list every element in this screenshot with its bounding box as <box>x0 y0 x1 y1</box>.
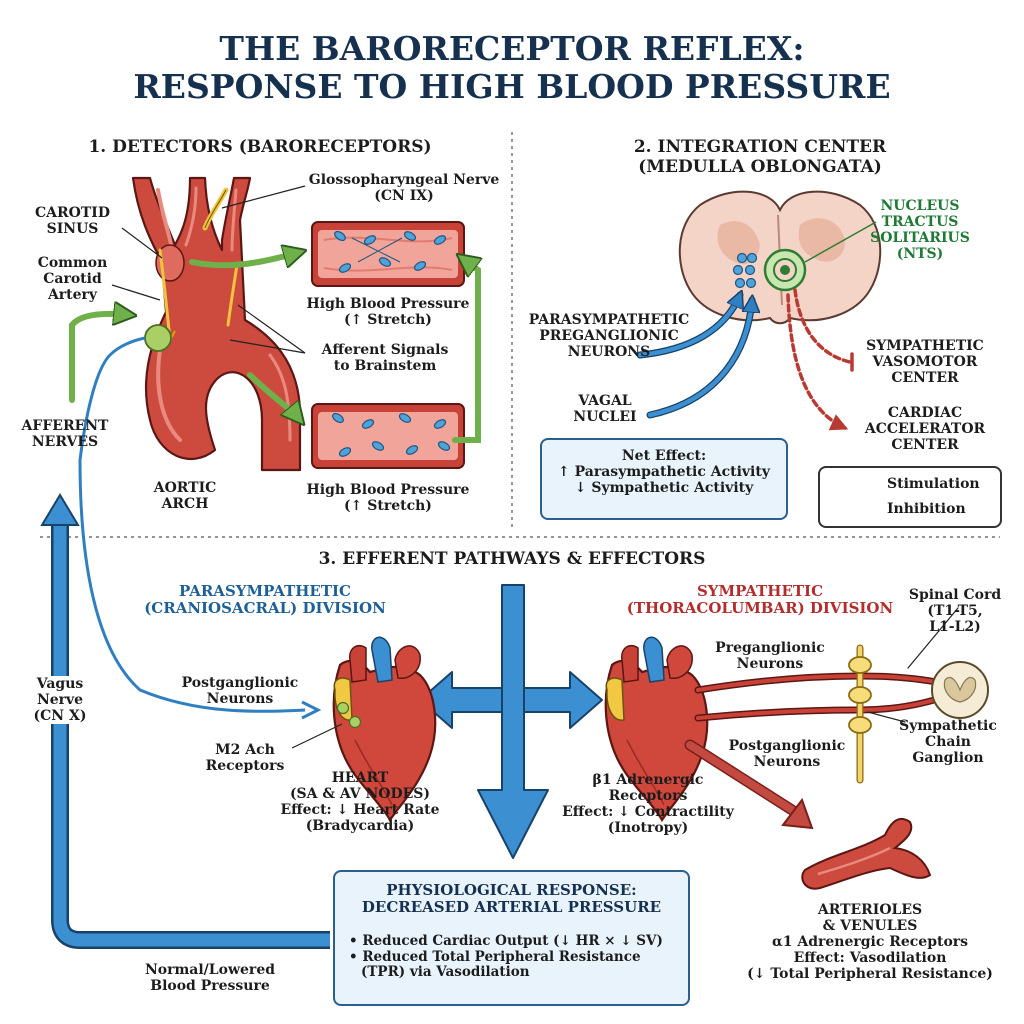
medulla-pathways <box>636 288 854 431</box>
sympathetic-nerve-pathways <box>694 607 959 784</box>
heart-left-illustration <box>291 636 437 823</box>
page-title-line1: THE BARORECEPTOR REFLEX: <box>219 29 805 68</box>
page-title-line2: RESPONSE TO HIGH BLOOD PRESSURE <box>133 67 891 106</box>
return-feedback-arrow <box>40 493 330 949</box>
response-title: PHYSIOLOGICAL RESPONSE:DECREASED ARTERIA… <box>361 881 662 917</box>
heart-right-illustration <box>604 636 709 823</box>
integration-heading: 2. INTEGRATION CENTER(MEDULLA OBLONGATA) <box>633 137 887 177</box>
legend-inhibition: Inhibition <box>887 501 966 517</box>
arterioles-illustration <box>801 817 932 890</box>
afferent-green-arrows <box>69 252 478 443</box>
stretched-vessel-2 <box>311 403 465 469</box>
high-bp-label-1: High Blood Pressure(↑ Stretch) <box>306 296 470 329</box>
heart-left-caption: HEART(SA & AV NODES)Effect: ↓ Heart Rate… <box>280 770 440 835</box>
net-effect-text: Net Effect:↑ Parasympathetic Activity↓ S… <box>558 448 770 497</box>
sympathetic-division-label: SYMPATHETIC(THORACOLUMBAR) DIVISION <box>626 582 894 618</box>
section-dividers <box>40 132 1000 538</box>
medulla-cross-section <box>678 190 882 325</box>
parasympathetic-division-label: PARASYMPATHETIC(CRANIOSACRAL) DIVISION <box>144 582 386 618</box>
section1-pointer-lines <box>111 185 306 354</box>
legend-box <box>818 466 1002 528</box>
net-effect-box: Net Effect:↑ Parasympathetic Activity↓ S… <box>540 438 788 520</box>
physiological-response-box: PHYSIOLOGICAL RESPONSE:DECREASED ARTERIA… <box>333 870 690 1006</box>
sympathetic-chain-ganglia <box>848 656 872 734</box>
spinal-cord-label: Spinal Cord(T1-T5,L1-L2) <box>908 587 1002 636</box>
spinal-cord-section <box>931 661 989 719</box>
central-efferent-arrows <box>419 584 603 859</box>
response-bullets: • Reduced Cardiac Output (↓ HR × ↓ SV) •… <box>349 933 663 981</box>
carotid-aorta-illustration <box>131 176 302 472</box>
sympathetic-to-vessels-arrow <box>684 739 814 830</box>
efferent-heading: 3. EFFERENT PATHWAYS & EFFECTORS <box>318 549 706 569</box>
afferent-nerve-line <box>78 336 322 720</box>
legend-stimulation: Stimulation <box>887 476 980 492</box>
high-bp-label-2: High Blood Pressure(↑ Stretch) <box>306 482 470 515</box>
stretched-vessel-1 <box>311 221 465 287</box>
glossopharyngeal-label: Glossopharyngeal Nerve(CN IX) <box>308 172 500 205</box>
detectors-heading: 1. DETECTORS (BARORECEPTORS) <box>88 137 432 157</box>
